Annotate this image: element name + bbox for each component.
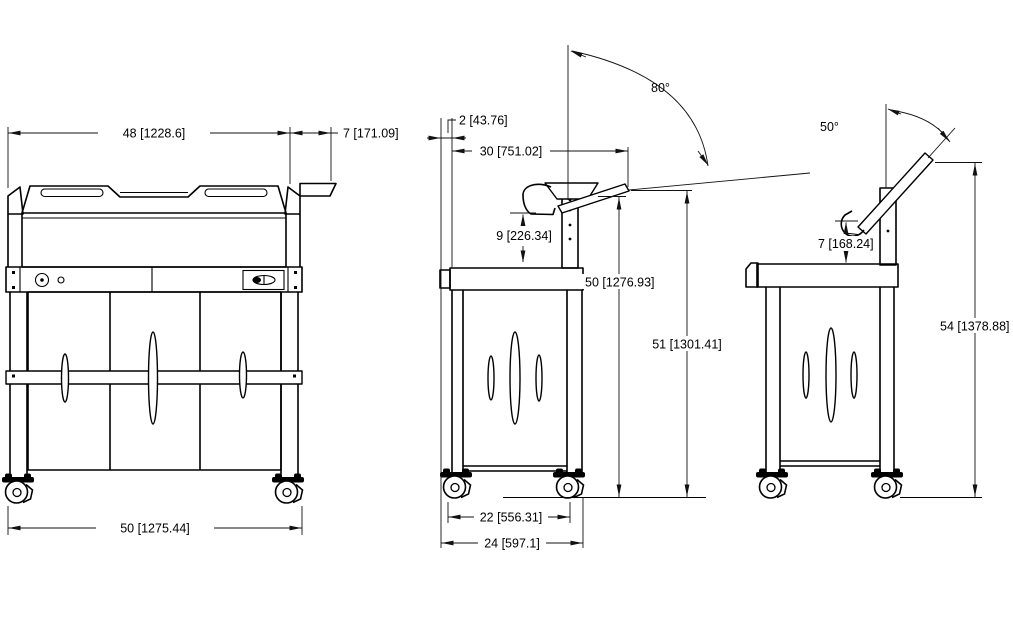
folded-side-shelf [299,182,337,197]
panel-dividers [19,267,289,292]
caster [755,467,789,499]
caster [1,472,35,504]
rear-handle-tab [745,262,759,288]
dim-front-side-shelf: 7 [171.09] [343,127,399,141]
lid-handle-slot-left [40,188,104,198]
caster [439,467,473,499]
door-handle [238,351,248,399]
dim-front-width-top: 48 [1228.6] [123,127,186,141]
lid-plane-line [628,172,811,191]
lid-end-cap-right [284,186,301,215]
dim-front-width-overall: 50 [1275.44] [120,522,190,536]
door-handle [147,331,159,425]
caster [870,467,904,499]
front-view: 48 [1228.6] 7 [171.09] 50 [1275.44] [1,126,399,536]
dim-side-worktop-height: 50 [1276.93] [585,276,655,290]
rear-post [879,187,897,266]
side-bottom-rail [780,460,880,467]
panel-screw [12,271,15,274]
side-handle [535,354,543,402]
control-knob [34,272,50,288]
open-lid [557,183,630,214]
dim-side-rear-offset: 2 [43.76] [459,114,508,128]
panel-screw [12,286,15,289]
angle-side2-lid: 50° [820,120,839,134]
angle-side-lid-open: 80° [651,81,670,95]
side-handle [850,351,858,399]
dim-side-caster-track: 22 [556.31] [480,511,543,525]
handle-inset [242,269,285,291]
dim-side-lid-reach: 30 [751.02] [480,145,543,159]
side-view-lid-open-50: 50° 7 [168.24] 54 [1378.88] [745,104,1013,499]
lid-handle-slot-right [204,188,268,198]
panel-screw [294,286,297,289]
caster [271,472,305,504]
rail-screw [293,374,296,378]
igniter-button [57,276,65,284]
firebox-body [7,213,301,268]
dim-side-depth-overall: 24 [597.1] [484,537,540,551]
side-panel [462,290,568,466]
dim-side2-height-overall: 54 [1378.88] [940,320,1010,334]
dim-side-lid-height: 51 [1301.41] [652,338,722,352]
arm-axis-line [927,127,956,159]
rail-screw [12,374,15,378]
panel-screw [294,271,297,274]
lid [21,185,287,214]
side-bottom-rail [463,465,567,472]
side-handle [825,327,837,423]
caster [552,467,586,499]
control-knob-center [40,278,44,282]
worktop [449,267,584,291]
lid-end-cap-left [7,186,24,215]
door-handle [60,353,70,403]
side-view-lid-open-80: 80° 2 [43.76] 30 [751.02] 9 [226.34] 50 … [427,45,811,551]
side-handle [509,331,521,425]
latch-knob [253,277,261,283]
dim-side2-handle-rise: 7 [168.24] [818,237,874,251]
side-handle [487,355,495,401]
dim-side-handle-drop: 9 [226.34] [496,229,552,243]
side-handle [802,351,810,399]
rear-handle-tab [439,269,451,289]
worktop [756,263,899,288]
side-panel [779,287,881,461]
